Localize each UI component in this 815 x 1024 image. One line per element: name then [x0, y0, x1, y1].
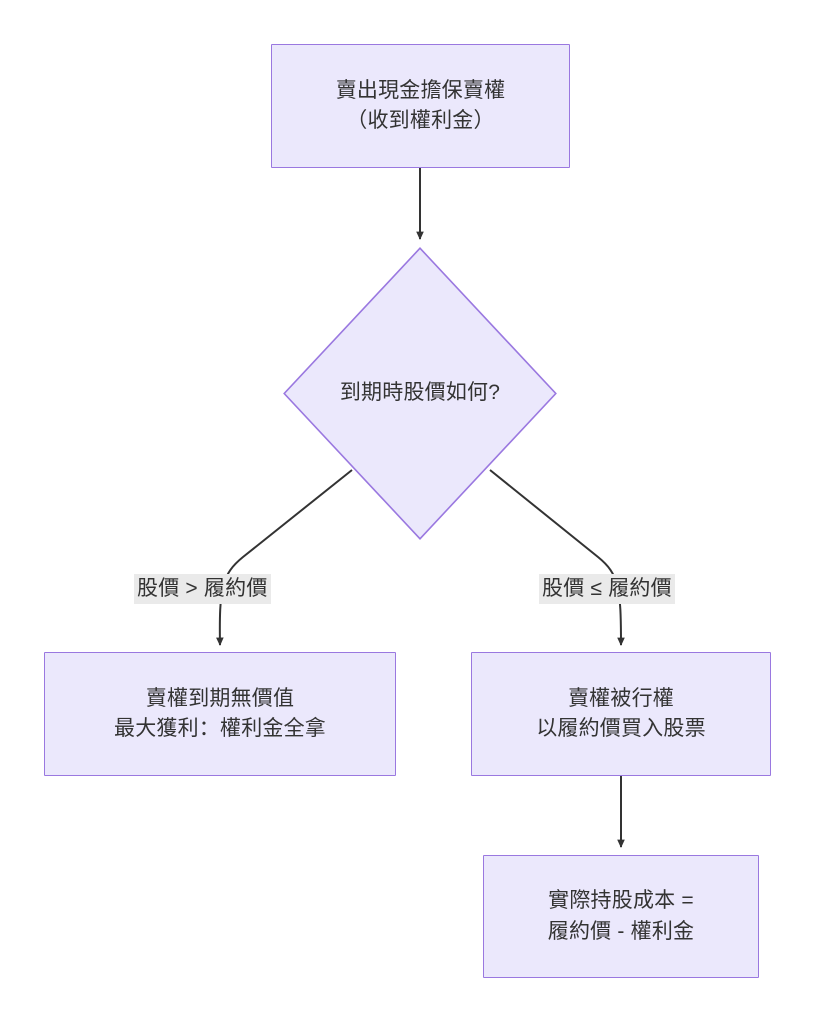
diamond-shape: [283, 247, 557, 540]
node-assigned-label: 賣權被行權 以履約價買入股票: [536, 686, 706, 740]
node-start[interactable]: 賣出現金擔保賣權 （收到權利金）: [271, 44, 570, 168]
node-decision[interactable]: 到期時股價如何?: [283, 247, 557, 540]
edge-label-price-above-strike: 股價 > 履約價: [134, 574, 271, 605]
edge-label-price-at-or-below-strike: 股價 ≤ 履約價: [539, 574, 675, 605]
node-cost-basis[interactable]: 實際持股成本 = 履約價 - 權利金: [483, 855, 759, 978]
node-start-label: 賣出現金擔保賣權 （收到權利金）: [335, 78, 506, 132]
node-expire-worthless[interactable]: 賣權到期無價值 最大獲利：權利金全拿: [44, 652, 396, 776]
node-expire-worthless-label: 賣權到期無價值 最大獲利：權利金全拿: [114, 686, 326, 740]
node-assigned[interactable]: 賣權被行權 以履約價買入股票: [471, 652, 771, 776]
node-cost-basis-label: 實際持股成本 = 履約價 - 權利金: [547, 889, 695, 943]
node-decision-label: 到期時股價如何?: [339, 381, 501, 405]
